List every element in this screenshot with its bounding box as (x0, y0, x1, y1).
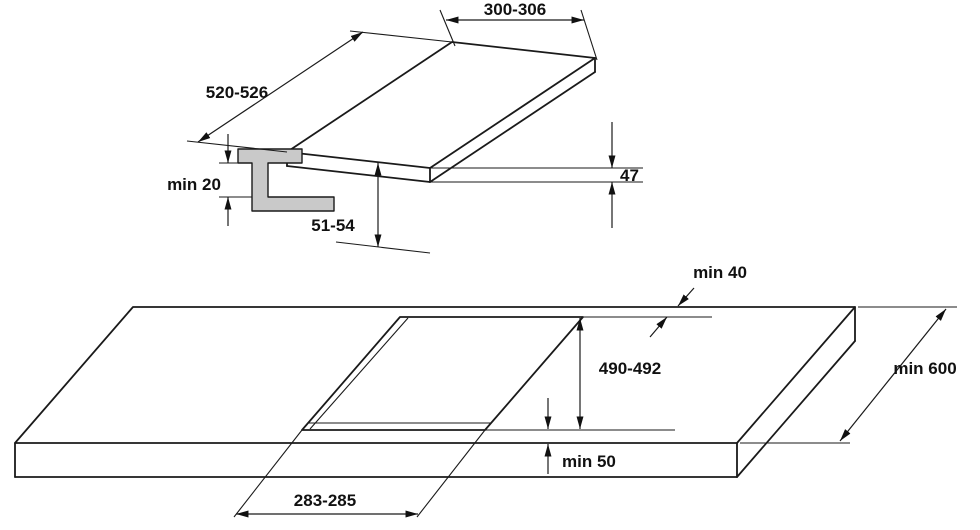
dim-cutout-width: 283-285 (233, 429, 486, 518)
dim-build-in-depth: 51-54 (311, 163, 431, 254)
witness-line (233, 429, 303, 518)
hob-underside-right (429, 71, 596, 183)
dim-label-min-clearance: min 20 (167, 175, 221, 194)
witness-line (580, 9, 598, 61)
hob-top-face (286, 41, 596, 169)
witness-line (416, 429, 486, 518)
hob-underside-front (286, 165, 431, 183)
dim-hob-height: 47 (430, 122, 643, 228)
dim-label-hob-height: 47 (620, 166, 639, 185)
dim-front-gap: min 50 (544, 398, 616, 474)
dim-label-cutout-depth: 490-492 (599, 359, 661, 378)
dim-label-rear-gap: min 40 (693, 263, 747, 282)
dim-hob-depth: 520-526 (186, 30, 453, 153)
witness-line (349, 30, 453, 43)
dim-cutout-depth: 490-492 (485, 318, 675, 431)
witness-line (439, 9, 456, 47)
dimension-line (197, 31, 364, 143)
cutout-inner-left-edge (309, 317, 409, 430)
dim-worktop-depth: min 600 (740, 306, 957, 444)
dim-label-worktop-depth: min 600 (893, 359, 956, 378)
dim-label-hob-width: 300-306 (484, 0, 546, 19)
worktop-cutout (301, 316, 584, 431)
dim-label-cutout-width: 283-285 (294, 491, 356, 510)
witness-line (186, 140, 288, 153)
dim-hob-width: 300-306 (439, 0, 598, 61)
worktop-section: min 40 490-492 min 600 min 50 283-285 (14, 263, 957, 518)
witness-line (335, 241, 431, 254)
hob-section: 300-306 520-526 min 20 51-54 (167, 0, 643, 254)
dim-label-hob-depth: 520-526 (206, 83, 268, 102)
dimension-arrow (649, 316, 668, 338)
worktop-profile-bracket (237, 148, 335, 212)
dim-min-clearance-below: min 20 (167, 134, 252, 226)
worktop-right-bottom-edge (736, 340, 856, 478)
dim-label-front-gap: min 50 (562, 452, 616, 471)
dim-rear-gap: min 40 (583, 263, 747, 338)
dimension-arrow (677, 287, 695, 307)
dimension-line (839, 308, 947, 442)
dim-label-build-in-depth: 51-54 (311, 216, 355, 235)
